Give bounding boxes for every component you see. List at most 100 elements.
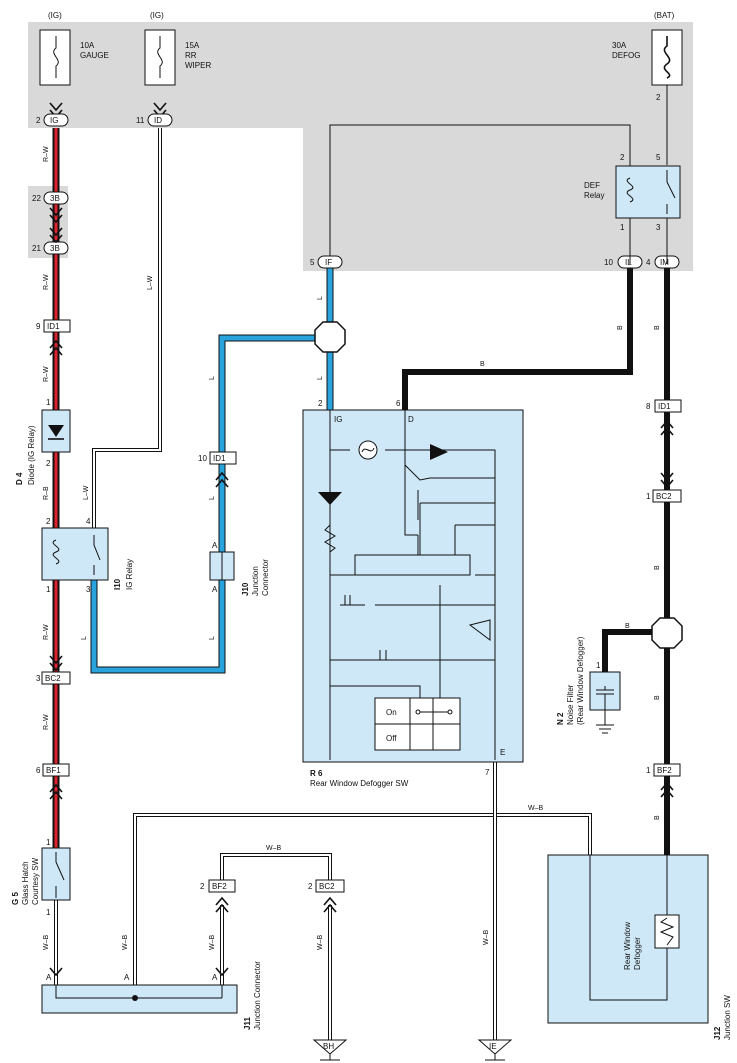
g5-name-2: Courtesy SW bbox=[31, 857, 40, 905]
wire-label: W–B bbox=[43, 935, 50, 951]
arrow-icon bbox=[660, 781, 674, 798]
junction-connector-j10 bbox=[209, 551, 235, 581]
n2-name-2: (Rear Window Defogger) bbox=[576, 636, 585, 725]
wire-label: B bbox=[654, 695, 661, 700]
wire-label: B bbox=[625, 623, 630, 630]
pin-label: A bbox=[212, 585, 218, 594]
ground-ie-icon bbox=[477, 1039, 513, 1061]
pin-label: 4 bbox=[86, 517, 91, 526]
i10-name: IG Relay bbox=[125, 559, 134, 590]
defogger-switch-panel bbox=[374, 697, 461, 751]
wire-label: R–W bbox=[43, 624, 50, 640]
wire-label: R–W bbox=[43, 714, 50, 730]
wire-label: R–W bbox=[43, 146, 50, 162]
wire-black-b bbox=[402, 264, 670, 855]
def-relay-name-1: DEF bbox=[584, 181, 600, 190]
r6-e-pin: E bbox=[500, 748, 505, 757]
r6-d-pin: D bbox=[408, 415, 414, 424]
wire-label: W–B bbox=[483, 930, 490, 946]
connector-id1-c-label: ID1 bbox=[658, 402, 671, 411]
pin-label: 1 bbox=[596, 661, 601, 670]
fuse3-label-1: 30A bbox=[612, 41, 627, 50]
arrow-icon bbox=[49, 967, 63, 977]
connector-id1-c bbox=[654, 399, 682, 413]
connector-bc2-b bbox=[652, 489, 682, 503]
connector-bc2-a-label: BC2 bbox=[45, 674, 61, 683]
j11-name: Junction Connector bbox=[253, 961, 262, 1030]
ground-ie-label: IE bbox=[489, 1042, 497, 1051]
wire-label: R–B bbox=[43, 486, 50, 500]
fuse2-source: (IG) bbox=[150, 11, 164, 20]
diode-icon bbox=[41, 409, 71, 453]
wire-blue-l bbox=[90, 264, 334, 674]
fuse1-label-2: GAUGE bbox=[80, 51, 109, 60]
pin-label: 5 bbox=[310, 258, 315, 267]
pin-label: 1 bbox=[46, 838, 51, 847]
pin-label: 2 bbox=[318, 399, 323, 408]
pin-label: 3 bbox=[86, 585, 91, 594]
wire-if-to-relay bbox=[329, 124, 631, 264]
wire-label: B bbox=[654, 815, 661, 820]
fuse1-source: (IG) bbox=[48, 11, 62, 20]
pin-label: 9 bbox=[36, 322, 41, 331]
wire-label: L bbox=[209, 636, 216, 640]
junction-block-background bbox=[28, 22, 693, 271]
pin-label: A bbox=[212, 973, 218, 982]
j12-name: Junction SW bbox=[723, 995, 732, 1040]
pin-label: 11 bbox=[136, 116, 145, 125]
arrow-icon bbox=[660, 472, 674, 489]
connector-bc2-b-label: BC2 bbox=[656, 492, 672, 501]
wire-label: L bbox=[209, 376, 216, 380]
wire-label: L bbox=[209, 496, 216, 500]
pin-label: 1 bbox=[46, 908, 51, 917]
fuse1-label-1: 10A bbox=[80, 41, 95, 50]
d4-name: Diode (IG Relay) bbox=[27, 425, 36, 485]
wire-label: L bbox=[81, 636, 88, 640]
connector-ig bbox=[43, 113, 69, 127]
arrow-icon bbox=[49, 339, 63, 356]
junction-switch-j12 bbox=[547, 854, 709, 1024]
ground-bh-label: BH bbox=[323, 1042, 334, 1051]
pin-label: 2 bbox=[308, 882, 313, 891]
pin-label: 2 bbox=[620, 153, 625, 162]
ground-bh-icon bbox=[312, 1039, 348, 1061]
connector-3b-b-label: 3B bbox=[50, 244, 60, 253]
connector-bc2-c bbox=[315, 879, 345, 893]
pin-label: 21 bbox=[32, 244, 41, 253]
pin-label: 5 bbox=[656, 153, 661, 162]
ig-relay-icon bbox=[41, 527, 109, 581]
j10-id: J10 bbox=[241, 582, 250, 596]
j10-name-2: Connector bbox=[261, 559, 270, 596]
connector-bc2-c-label: BC2 bbox=[319, 882, 335, 891]
connector-id1-a bbox=[43, 319, 71, 333]
wire-label: B bbox=[617, 325, 624, 330]
connector-bf2-a-label: BF2 bbox=[657, 766, 672, 775]
pin-label: 4 bbox=[646, 258, 651, 267]
wire-label: W–B bbox=[317, 935, 324, 951]
n2-id: N 2 bbox=[556, 712, 565, 725]
wire-label: L bbox=[317, 376, 324, 380]
i10-id: I10 bbox=[113, 578, 122, 590]
pin-label: 7 bbox=[485, 768, 490, 777]
connector-bf1-label: BF1 bbox=[46, 766, 61, 775]
pin-label: 1 bbox=[646, 492, 651, 501]
j10-name-1: Junction bbox=[251, 566, 260, 596]
pin-label: 10 bbox=[604, 258, 613, 267]
wire-label: W–B bbox=[528, 805, 544, 812]
wire-label: L bbox=[317, 296, 324, 300]
switch-on-label: On bbox=[386, 708, 397, 717]
arrow-icon bbox=[323, 896, 337, 913]
pin-label: 1 bbox=[46, 585, 51, 594]
fuse-defog-icon bbox=[651, 29, 683, 86]
pin-label: 6 bbox=[36, 766, 41, 775]
pin-label: 2 bbox=[46, 517, 51, 526]
arrow-icon bbox=[660, 419, 674, 436]
pin-label: 1 bbox=[46, 398, 51, 407]
r6-name: Rear Window Defogger SW bbox=[310, 779, 409, 788]
pin-label: 3 bbox=[36, 674, 41, 683]
connector-im-label: IM bbox=[660, 258, 669, 267]
wire-label: W–B bbox=[209, 935, 216, 951]
j12-id: J12 bbox=[713, 1026, 722, 1040]
arrow-icon bbox=[215, 967, 229, 977]
g5-id: G 5 bbox=[11, 892, 20, 905]
